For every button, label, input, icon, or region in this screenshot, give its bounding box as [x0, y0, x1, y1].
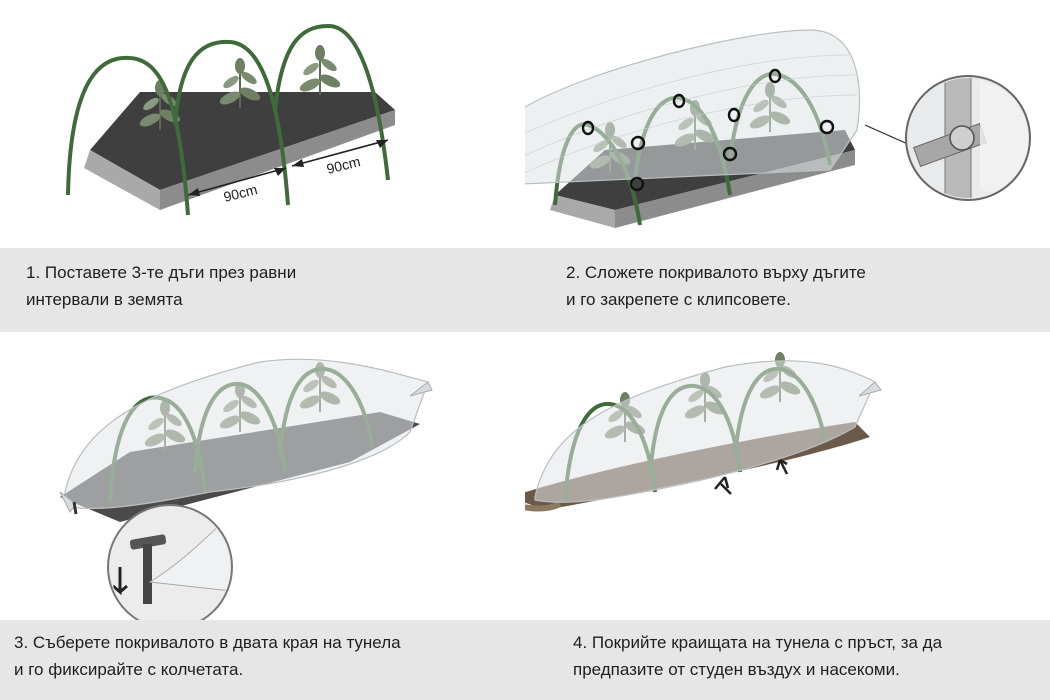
measure-line	[187, 167, 287, 196]
peg-detail-callout	[107, 504, 233, 620]
hoop-2	[173, 39, 290, 206]
step-1-caption: 1. Поставете 3-те дъги през равни интерв…	[26, 263, 297, 309]
peg	[72, 501, 78, 515]
bed-front	[160, 110, 395, 210]
cover-sheet	[525, 29, 861, 185]
cover-sheet	[534, 360, 876, 503]
measure-line	[291, 139, 389, 167]
clips	[581, 68, 835, 192]
arrow-down-icon	[112, 567, 128, 596]
step-4-caption: 4. Покрийте краищата на тунела с пръст, …	[573, 633, 943, 679]
callout-line	[864, 124, 911, 146]
step-2-caption: 2. Сложете покривалото върху дъгите и го…	[566, 263, 866, 309]
hoop-1	[66, 55, 190, 216]
measure-label-b: 90cm	[325, 153, 362, 177]
step-2-illustration	[525, 0, 1050, 248]
bed-side	[550, 195, 615, 228]
step-3-caption: 3. Съберете покривалото в двата края на …	[14, 633, 401, 679]
bed-side	[84, 150, 160, 210]
step-3-illustration	[0, 332, 525, 620]
caption-bar-top	[0, 248, 1050, 332]
plant	[296, 44, 344, 96]
cover-sheet	[64, 358, 429, 510]
step-1-illustration: 90cm 90cm	[0, 0, 525, 248]
step-4-illustration	[525, 332, 1050, 620]
arrow-up-icon	[714, 476, 730, 490]
arrow-up-icon	[778, 459, 789, 475]
caption-bar-bottom	[0, 620, 1050, 700]
hoop-3	[273, 23, 390, 181]
